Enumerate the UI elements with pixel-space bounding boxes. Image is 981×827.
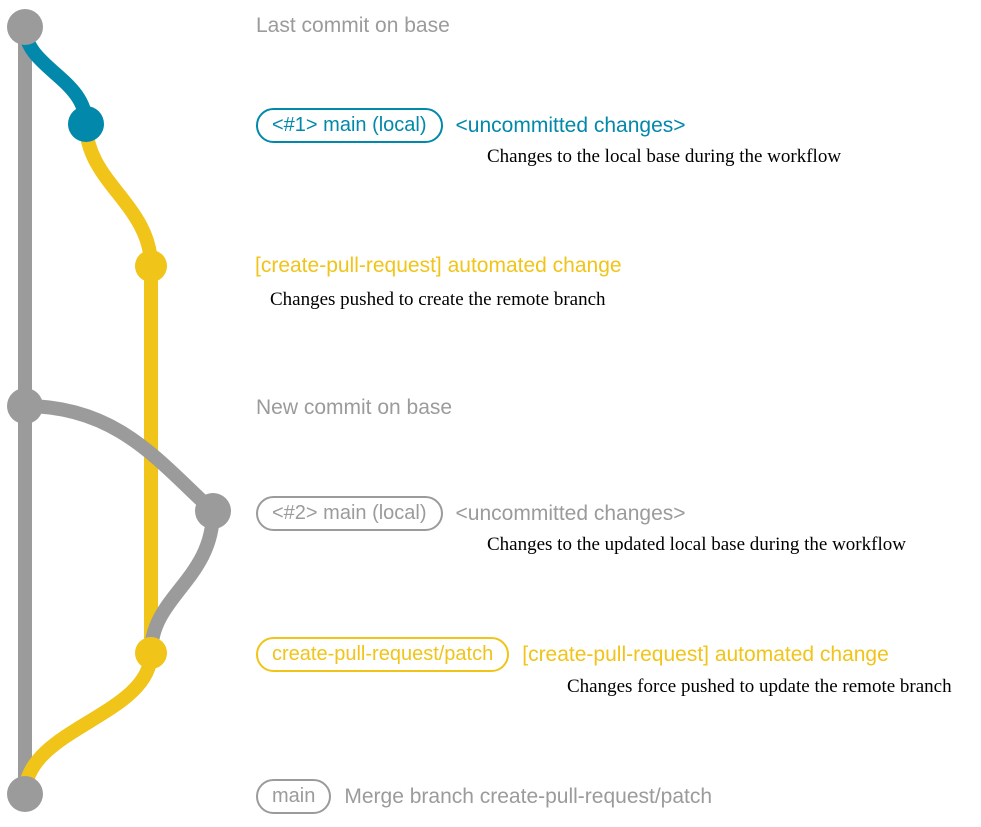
commit-node-patch-create[interactable]	[135, 250, 167, 282]
updated-local-to-patch-line	[144, 504, 220, 660]
patch-merge-line	[18, 646, 158, 801]
commit-node-local-2[interactable]	[195, 493, 231, 529]
commit-node-patch-force[interactable]	[135, 637, 167, 669]
commit-label-patch-create: [create-pull-request] automated change	[255, 254, 622, 277]
commit-label-base-new: New commit on base	[256, 396, 453, 419]
commit-title-patch-force: [create-pull-request] automated change	[522, 642, 889, 666]
commit-headline-local-1: <#1> main (local) <uncommitted changes>	[256, 108, 686, 143]
branch-badge-main[interactable]: main	[256, 779, 332, 814]
commit-description-local-1: Changes to the local base during the wor…	[487, 146, 842, 167]
commit-title-local-1: <uncommitted changes>	[455, 113, 686, 137]
commit-node-base-new[interactable]	[7, 388, 43, 424]
commit-description-patch-create: Changes pushed to create the remote bran…	[270, 289, 606, 310]
commit-node-base-last[interactable]	[7, 9, 43, 45]
branch-badge-patch[interactable]: create-pull-request/patch	[256, 637, 510, 672]
branch-badge-local-2[interactable]: <#2> main (local)	[256, 496, 443, 531]
commit-headline-local-2: <#2> main (local) <uncommitted changes>	[256, 496, 686, 531]
updated-local-branch-line	[18, 399, 220, 518]
commit-description-patch-force: Changes force pushed to update the remot…	[567, 676, 952, 697]
commit-headline-patch-force: create-pull-request/patch [create-pull-r…	[256, 637, 889, 672]
branch-badge-local-1[interactable]: <#1> main (local)	[256, 108, 443, 143]
commit-headline-base-merge: main Merge branch create-pull-request/pa…	[256, 779, 712, 814]
commit-description-local-2: Changes to the updated local base during…	[487, 534, 906, 555]
commit-node-local-1[interactable]	[68, 106, 104, 142]
commit-node-base-merge[interactable]	[7, 776, 43, 812]
commit-title-local-2: <uncommitted changes>	[455, 501, 686, 525]
commit-label-base-last: Last commit on base	[256, 14, 450, 37]
commit-title-base-merge: Merge branch create-pull-request/patch	[344, 784, 713, 808]
